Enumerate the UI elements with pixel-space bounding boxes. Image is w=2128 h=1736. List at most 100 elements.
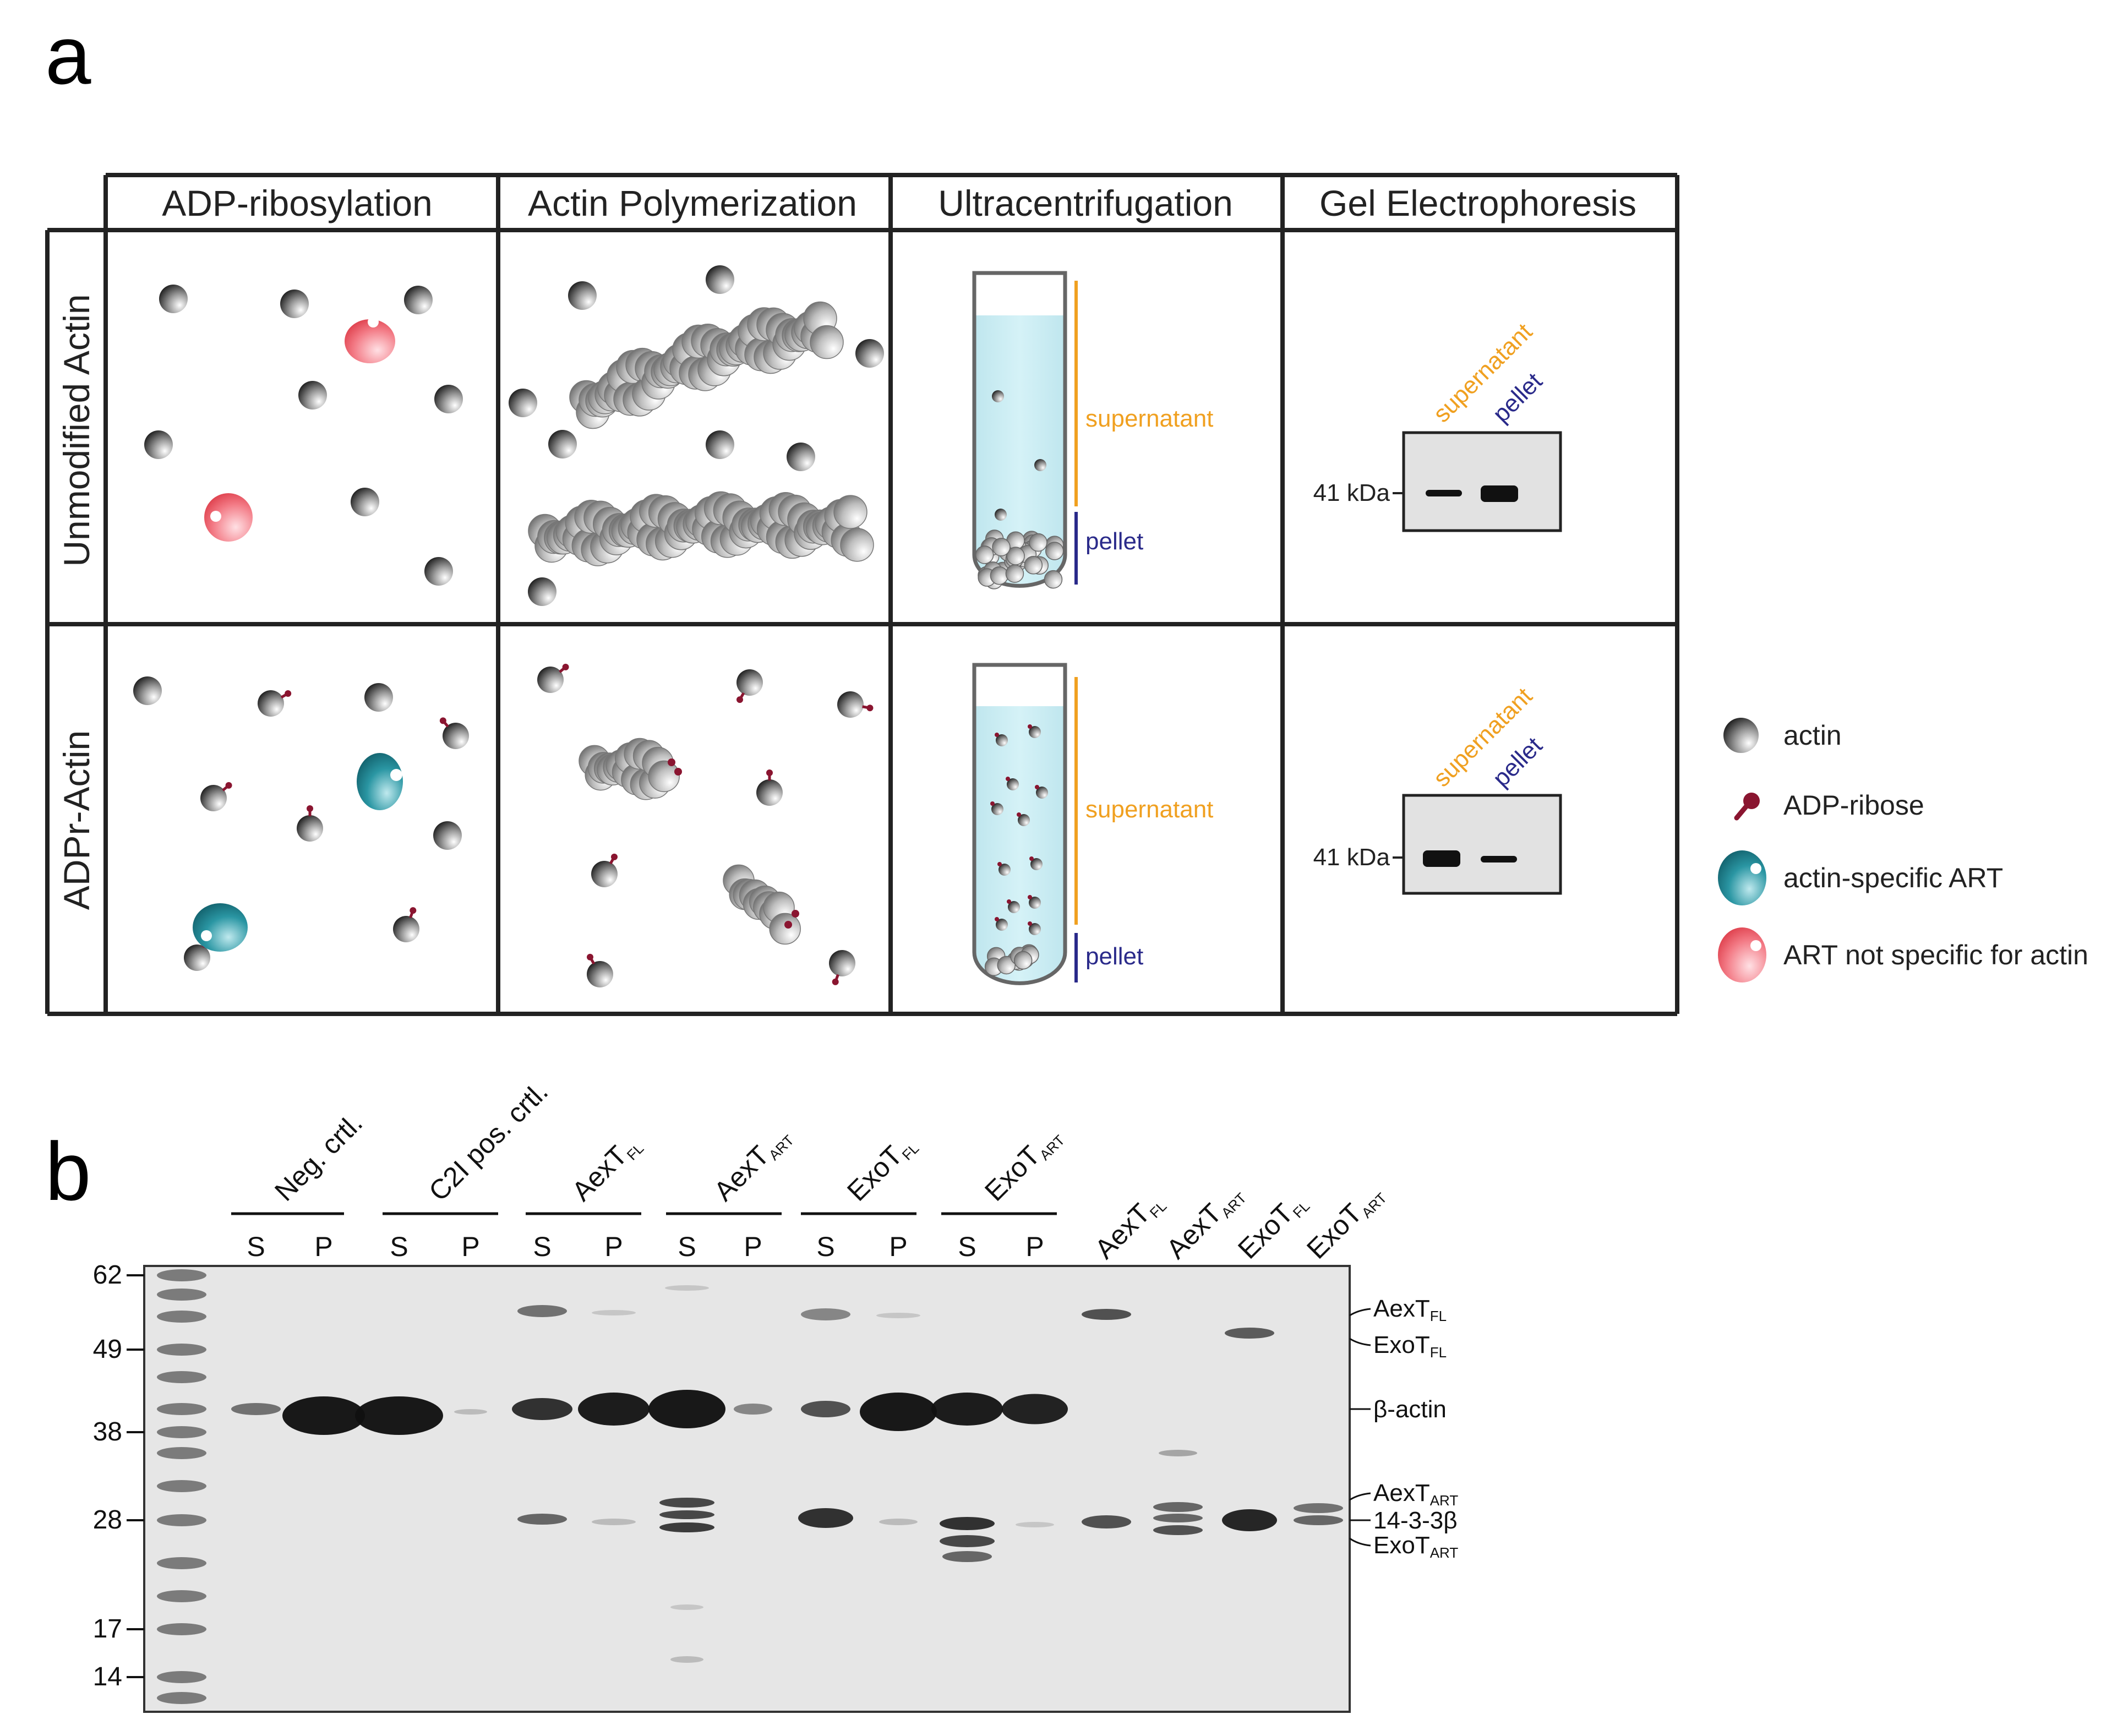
actin-monomer [424, 557, 453, 586]
actin-monomer [298, 381, 327, 410]
centrifuge-tube [972, 663, 1067, 985]
cell-unmodified-ultracentrifugation: supernatant pellet [972, 271, 1213, 589]
gel-band [659, 1498, 714, 1508]
mini-gel [1402, 431, 1562, 532]
column-header-gel-electrophoresis: Gel Electrophoresis [1319, 183, 1636, 223]
adp-ribosylated-actin [297, 805, 323, 842]
gel-band [517, 1514, 567, 1525]
adp-ribose-mark [1029, 856, 1034, 861]
pellet-subunit [1045, 542, 1064, 560]
actin-monomer [995, 509, 1007, 521]
gel-band [1153, 1525, 1203, 1535]
gel-band [355, 1396, 443, 1435]
filament-subunit [833, 495, 867, 529]
adp-ribose-mark [792, 910, 799, 918]
row-header-unmodified-actin: Unmodified Actin [56, 294, 97, 566]
actin-monomer [351, 488, 379, 516]
actin-monomer [364, 683, 393, 712]
lane-label: S [678, 1231, 696, 1262]
actin-monomer [133, 676, 162, 705]
legend-item-nonspecific-art: ART not specific for actin [1718, 927, 2088, 982]
gel-band [1294, 1503, 1343, 1513]
gel-band [659, 1510, 714, 1519]
sds-page-gel [143, 1265, 1351, 1713]
band-label-aext-fl: AexTFL [1373, 1295, 1447, 1324]
group-label-c2i-pos-ctrl: C2I pos. crtl. [423, 1076, 554, 1207]
soluble-adpr-actin [990, 724, 1048, 935]
pellet-subunit [1029, 533, 1047, 552]
gel-band [1002, 1394, 1068, 1424]
band-label-exot-fl: ExoTFL [1373, 1331, 1447, 1361]
adp-ribosylated-actin [258, 690, 292, 717]
soluble-actin-dot [996, 919, 1008, 931]
ladder-band [157, 1269, 206, 1281]
row-header-adpr-actin: ADPr-Actin [56, 730, 97, 910]
control-labels: AexTFL AexTART ExoTFL ExoTART [1089, 1177, 1390, 1266]
band-label-aext-art: AexTART [1373, 1480, 1458, 1509]
adp-ribose-mark [997, 862, 1002, 866]
teal-art-icon [1718, 850, 1766, 905]
filament-subunit [648, 760, 680, 793]
group-labels: Neg. crtl. C2I pos. crtl. AexTFL AexTART… [269, 1076, 1068, 1209]
gel-band [1222, 1509, 1277, 1531]
legend-item-actin: actin [1723, 718, 1842, 753]
legend-item-adp-ribose: ADP-ribose [1734, 790, 1924, 821]
actin-monomer [144, 430, 173, 459]
pellet-label: pellet [1085, 943, 1143, 970]
sp-labels: S P S P S P S P S P S P [247, 1231, 1044, 1262]
adp-ribosylated-actin [200, 782, 232, 811]
lane-label: S [247, 1231, 265, 1262]
gel-band [231, 1403, 281, 1415]
soluble-actin-dot [1036, 787, 1048, 799]
pellet-subunit [1044, 570, 1063, 589]
adp-ribosylated-actin [756, 769, 783, 806]
lane-label: P [1025, 1231, 1044, 1262]
legend-label: actin-specific ART [1783, 862, 2003, 893]
gel-band [801, 1308, 850, 1320]
mw-label-14: 14 [93, 1662, 122, 1691]
filament-subunit [769, 913, 801, 945]
gel-band [670, 1604, 703, 1610]
pellet-subunit [1013, 951, 1033, 970]
gel-band [659, 1522, 714, 1532]
group-label-neg-ctrl: Neg. crtl. [269, 1107, 368, 1207]
mw-markers: 62 49 38 28 17 14 [93, 1260, 144, 1691]
pellet-subunit [1006, 547, 1025, 565]
adp-ribose-mark [1028, 724, 1032, 729]
actin-sphere-icon [1723, 718, 1759, 753]
gel-band-supernatant [1423, 850, 1460, 867]
gel-band [1153, 1502, 1203, 1512]
column-header-adp-ribosylation: ADP-ribosylation [162, 183, 433, 223]
lane-label: P [461, 1231, 479, 1262]
pellet-label: pellet [1085, 528, 1143, 555]
gel-band [670, 1656, 703, 1663]
soluble-actin-dot [996, 734, 1008, 746]
group-label-exot-art: ExoTART [979, 1120, 1068, 1209]
adp-ribosylated-actin [837, 691, 874, 718]
actin-filament [569, 301, 844, 429]
gel-band-pellet [1481, 856, 1517, 862]
ladder-band [157, 1371, 206, 1383]
control-label-exot-art: ExoTART [1301, 1177, 1390, 1266]
adp-ribosylated-actin [736, 669, 763, 703]
gel-band [1082, 1515, 1131, 1528]
pellet-aggregate [984, 944, 1039, 976]
adp-ribose-mark [674, 768, 682, 776]
adp-ribose-mark [1028, 895, 1032, 899]
specific-art-enzyme [357, 753, 403, 810]
supernatant-label: supernatant [1085, 796, 1213, 823]
gel-band [931, 1393, 1003, 1426]
supernatant-label: supernatant [1085, 405, 1213, 432]
adp-ribose-mark [990, 801, 995, 806]
actin-monomer [855, 339, 884, 368]
gel-band [1016, 1522, 1054, 1527]
actin-monomer [787, 443, 815, 471]
ladder-band [157, 1344, 206, 1356]
soluble-actin-dot [1029, 897, 1041, 909]
adp-ribose-mark [1035, 785, 1039, 789]
adp-ribose-mark [1028, 921, 1032, 926]
actin-monomer [434, 385, 463, 413]
mw-label-62: 62 [93, 1260, 122, 1290]
short-actin-oligomer [579, 738, 680, 800]
